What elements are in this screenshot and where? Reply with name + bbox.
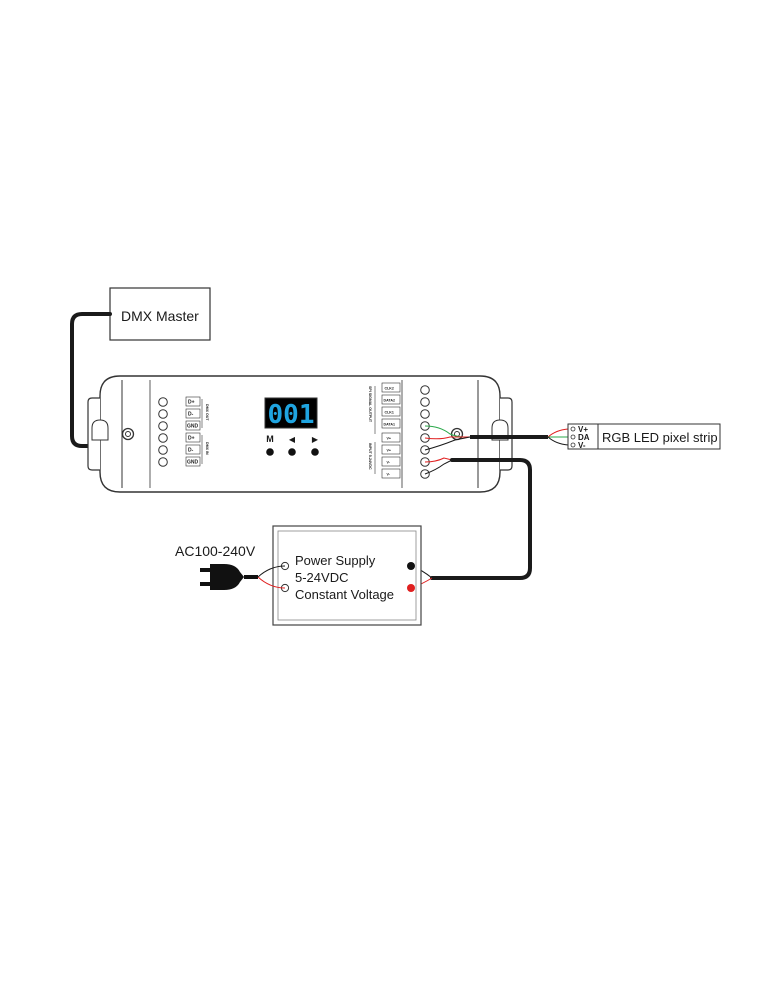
power-vminus-2: V- [387,473,391,477]
psu-dc-positive-terminal[interactable] [407,584,415,592]
terminal-hole[interactable] [158,421,168,431]
strip-wire-black-end [547,436,569,446]
button-m-label: M [266,434,274,444]
dmx-out-dminus: D- [188,412,194,418]
psu-label-line2: 5-24VDC [295,570,348,585]
dmx-in-dplus: D+ [188,436,195,442]
button-left-label: ◀ [289,435,296,444]
button-right[interactable] [311,448,319,456]
strip-pin-da: DA [578,433,590,442]
button-m[interactable] [266,448,274,456]
dmx-cable [70,312,142,448]
screw-left [121,427,135,441]
strip-pin-vplus: V+ [578,425,588,434]
dmx-master-label: DMX Master [121,308,199,324]
dmx-out-dplus: D+ [188,400,195,406]
strip-pin-vminus: V- [578,441,586,450]
ac-plug-icon [200,564,258,590]
power-supply-box: Power Supply 5-24VDC Constant Voltage [272,525,422,626]
spi-output-labels: SPI SIGNAL OUTPUT CLK2 DATA2 CLK1 DATA1 [368,382,401,434]
dmx-in-dminus: D- [188,448,194,454]
ac-wire-black [257,565,286,578]
power-cable [430,458,532,580]
rgb-strip-connector: V+ DA V- [567,423,599,450]
spi-clk1: CLK1 [385,411,394,415]
spi-data2: DATA2 [384,399,395,403]
terminal-hole[interactable] [158,433,168,443]
dmx-decoder-unit [87,375,513,493]
psu-label-line1: Power Supply [295,553,376,568]
terminal-hole[interactable] [420,385,430,395]
strip-wire-red-end [547,428,569,438]
power-vminus-1: V- [387,461,391,465]
rgb-strip-label: RGB LED pixel strip [602,430,718,445]
psu-dc-negative-terminal[interactable] [407,562,415,570]
power-vplus-1: V+ [387,437,392,441]
dmx-out-gnd: GND [187,424,199,430]
screw-right [450,427,464,441]
strip-wire-red [424,436,470,440]
terminal-hole[interactable] [420,409,430,419]
dmx-in-gnd: GND [187,460,199,466]
psu-label-line3: Constant Voltage [295,587,394,602]
power-input-labels: INPUT 5-24VDC V+ V+ V- V- [368,432,401,479]
spi-clk2: CLK2 [385,387,394,391]
button-right-label: ▶ [312,435,319,444]
power-wire-black-top [424,459,453,475]
led-display: 001 [264,397,318,430]
dmx-in-label: DMX IN [205,442,209,455]
dmx-out-label: DMX OUT [205,404,209,421]
terminal-hole[interactable] [158,445,168,455]
terminal-hole[interactable] [158,409,168,419]
display-digits: 001 [268,400,315,430]
button-left[interactable] [288,448,296,456]
spi-data1: DATA1 [384,423,395,427]
dmx-in-labels: D+ D- GND DMX IN [185,432,209,467]
power-vplus-2: V+ [387,449,392,453]
power-input-label: INPUT 5-24VDC [368,443,372,470]
terminal-hole[interactable] [158,397,168,407]
ac-input-label: AC100-240V [175,543,256,559]
control-buttons: M ◀ ▶ [266,434,319,456]
dmx-out-labels: D+ D- GND DMX OUT [185,396,209,431]
ac-wire-red [257,576,286,589]
spi-output-label: SPI SIGNAL OUTPUT [368,386,372,423]
dmx-master-box: DMX Master [109,287,211,341]
terminal-hole[interactable] [158,457,168,467]
power-wire-red-top [424,457,453,463]
strip-wire-black [424,436,471,451]
terminal-hole[interactable] [420,397,430,407]
left-terminal-block [158,397,168,467]
rgb-strip-box: RGB LED pixel strip [597,423,721,450]
